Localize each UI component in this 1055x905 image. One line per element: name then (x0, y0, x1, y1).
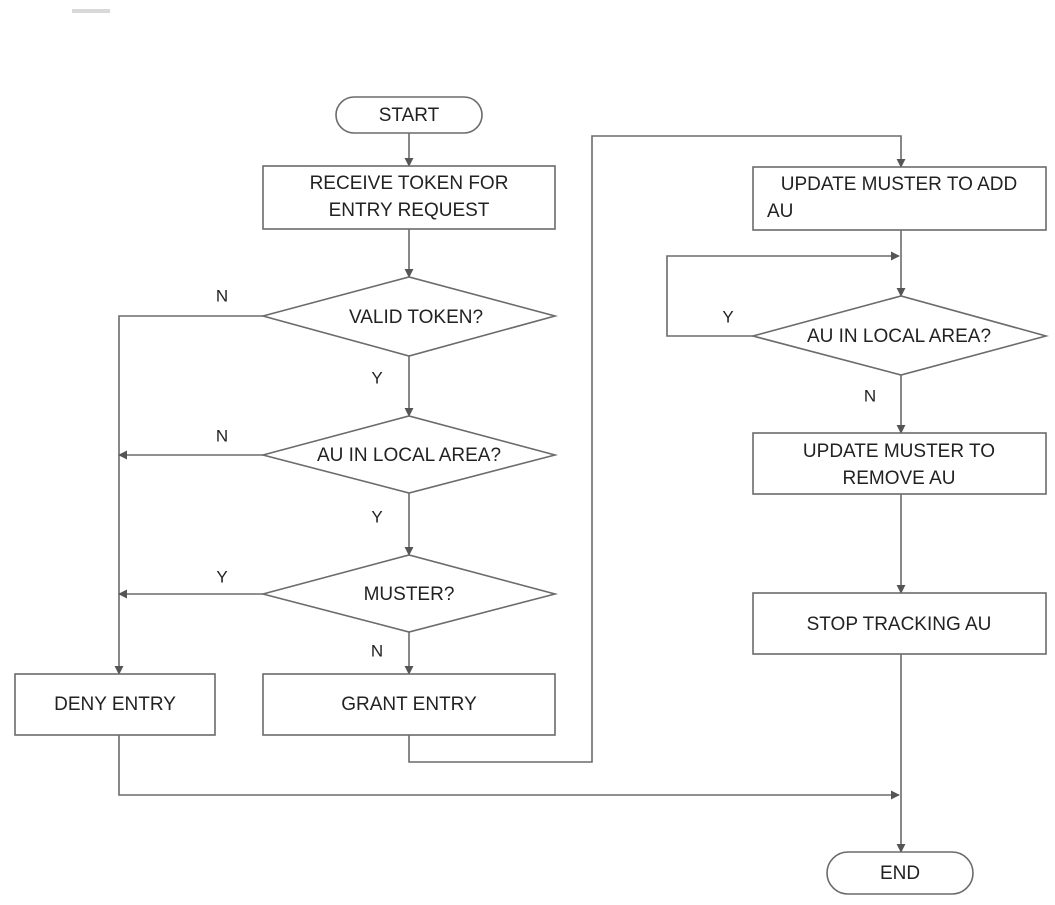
grant-entry-box (262, 673, 556, 736)
muster-decision (259, 554, 559, 633)
au-local-area-decision-1 (259, 415, 559, 494)
arrow-local2-yes-loop (666, 251, 900, 337)
receive-token-label-line1: RECEIVE TOKEN FOR (310, 173, 509, 194)
edge-label-valid-no: N (216, 286, 228, 305)
end-terminal (826, 851, 974, 895)
start-label: START (379, 105, 440, 126)
au-local-area-label-1: AU IN LOCAL AREA? (317, 445, 501, 466)
deny-entry-label: DENY ENTRY (54, 694, 176, 715)
grant-entry-label: GRANT ENTRY (341, 694, 477, 715)
valid-token-label: VALID TOKEN? (349, 307, 483, 328)
update-add-label-line1: UPDATE MUSTER TO ADD (781, 174, 1017, 195)
update-add-label-line2: AU (767, 201, 793, 222)
edge-label-local2-yes: Y (722, 307, 733, 326)
scan-mark (72, 9, 110, 13)
stop-tracking-label: STOP TRACKING AU (807, 614, 992, 635)
arrow-deny-to-end (118, 735, 900, 800)
edge-label-local1-yes: Y (371, 507, 382, 526)
receive-token-box (262, 165, 556, 230)
arrow-valid-no (114, 315, 263, 675)
arrow-grant-to-update-add (408, 135, 906, 763)
au-local-area-decision-2 (749, 295, 1050, 376)
edge-label-muster-yes: Y (216, 567, 227, 586)
au-local-area-label-2: AU IN LOCAL AREA? (807, 326, 991, 347)
update-remove-label-line2: REMOVE AU (843, 468, 956, 489)
stop-tracking-box (752, 592, 1047, 655)
update-muster-remove-box (752, 432, 1047, 495)
update-muster-add-box (752, 166, 1047, 231)
deny-entry-box (14, 673, 216, 736)
muster-label: MUSTER? (364, 584, 455, 605)
update-remove-label-line1: UPDATE MUSTER TO (803, 441, 995, 462)
receive-token-label-line2: ENTRY REQUEST (329, 200, 490, 221)
edge-label-local2-no: N (864, 386, 876, 405)
edge-label-local1-no: N (216, 426, 228, 445)
edge-label-valid-yes: Y (371, 368, 382, 387)
edge-label-muster-no: N (371, 641, 383, 660)
start-terminal (335, 96, 483, 134)
end-label: END (880, 863, 920, 884)
valid-token-decision (259, 276, 559, 357)
